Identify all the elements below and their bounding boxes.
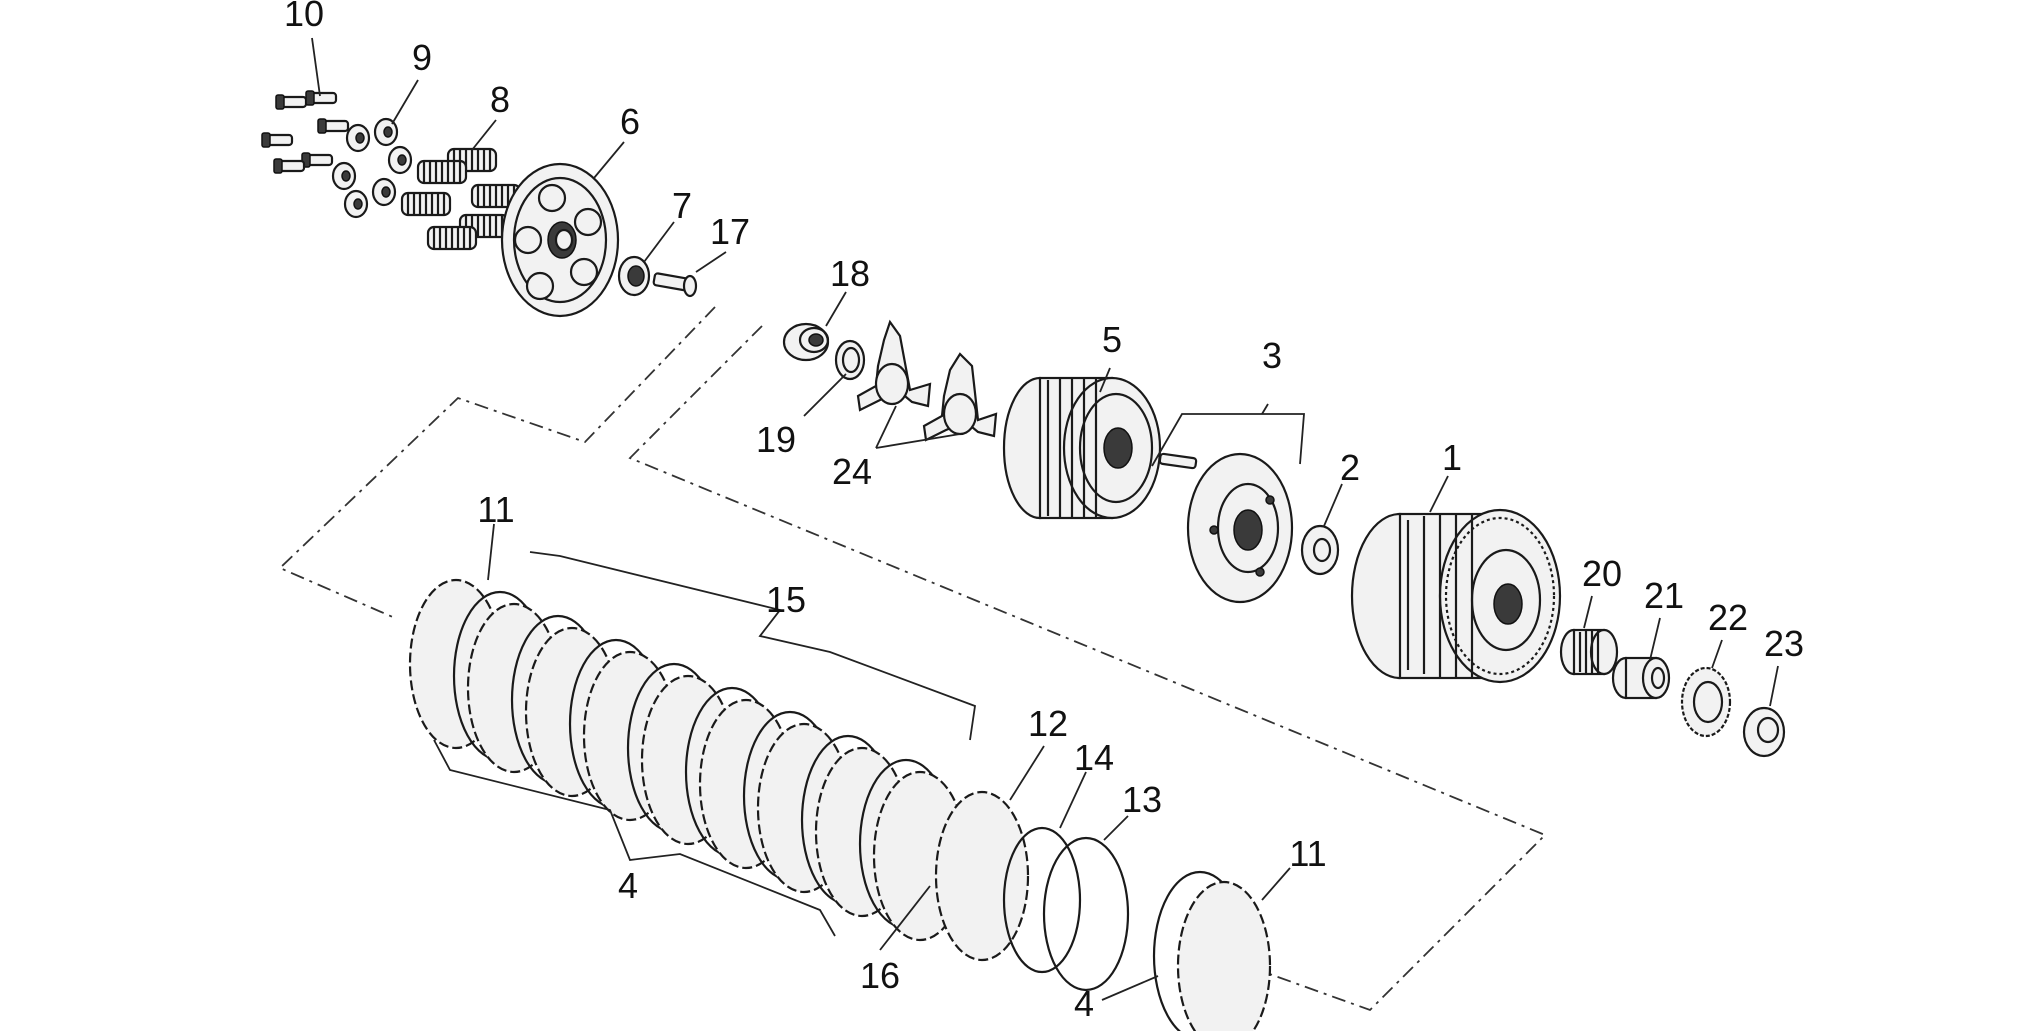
callout-13: 13 [1122,779,1162,820]
inner-clutch-hub [1002,376,1162,520]
callout-12: 12 [1028,703,1068,744]
outer-plates [1152,870,1272,1031]
callout-3: 3 [1262,335,1282,376]
clutch-basket [1350,508,1562,684]
callout-8: 8 [490,79,510,120]
assembly-lines [278,306,1547,1012]
callout-2: 2 [1340,447,1360,488]
gear-ring [1680,666,1732,738]
callout-11-top: 11 [477,489,514,530]
push-rod [652,272,698,298]
callout-14: 14 [1074,737,1114,778]
callout-15: 15 [766,579,806,620]
bolts [261,90,350,174]
callout-16: 16 [860,955,900,996]
washer-19 [834,339,866,381]
clutch-plate-stack [408,578,1030,962]
callout-1: 1 [1442,437,1462,478]
callout-20: 20 [1582,553,1622,594]
release-bearing [617,255,651,297]
thrust-washer-2 [1300,524,1340,576]
spring-cups [331,117,413,219]
bushing [1611,656,1671,700]
callout-9: 9 [412,37,432,78]
callout-19: 19 [756,419,796,460]
washer-23 [1742,706,1786,758]
callout-23: 23 [1764,623,1804,664]
callout-10: 10 [284,0,324,34]
callout-4-left: 4 [618,865,638,906]
callout-labels: 10 9 8 6 7 17 18 19 24 5 3 2 1 20 21 22 … [284,0,1804,1024]
clutch-springs [400,147,522,251]
callout-6: 6 [620,101,640,142]
callout-4-right: 4 [1074,983,1094,1024]
lock-plates [856,319,998,442]
pressure-plate [500,162,620,318]
clutch-nut [782,322,830,362]
callout-21: 21 [1644,575,1684,616]
needle-bearing [1559,628,1619,676]
callout-7: 7 [672,185,692,226]
callout-18: 18 [830,253,870,294]
group-brackets [433,551,976,937]
callout-5: 5 [1102,319,1122,360]
leader-lines [311,37,1779,1001]
spring-rings [1002,826,1130,992]
callout-11-bottom: 11 [1289,833,1326,874]
callout-17: 17 [710,211,750,252]
callout-24: 24 [832,451,872,492]
callout-22: 22 [1708,597,1748,638]
clutch-cover-plate [1158,452,1294,604]
